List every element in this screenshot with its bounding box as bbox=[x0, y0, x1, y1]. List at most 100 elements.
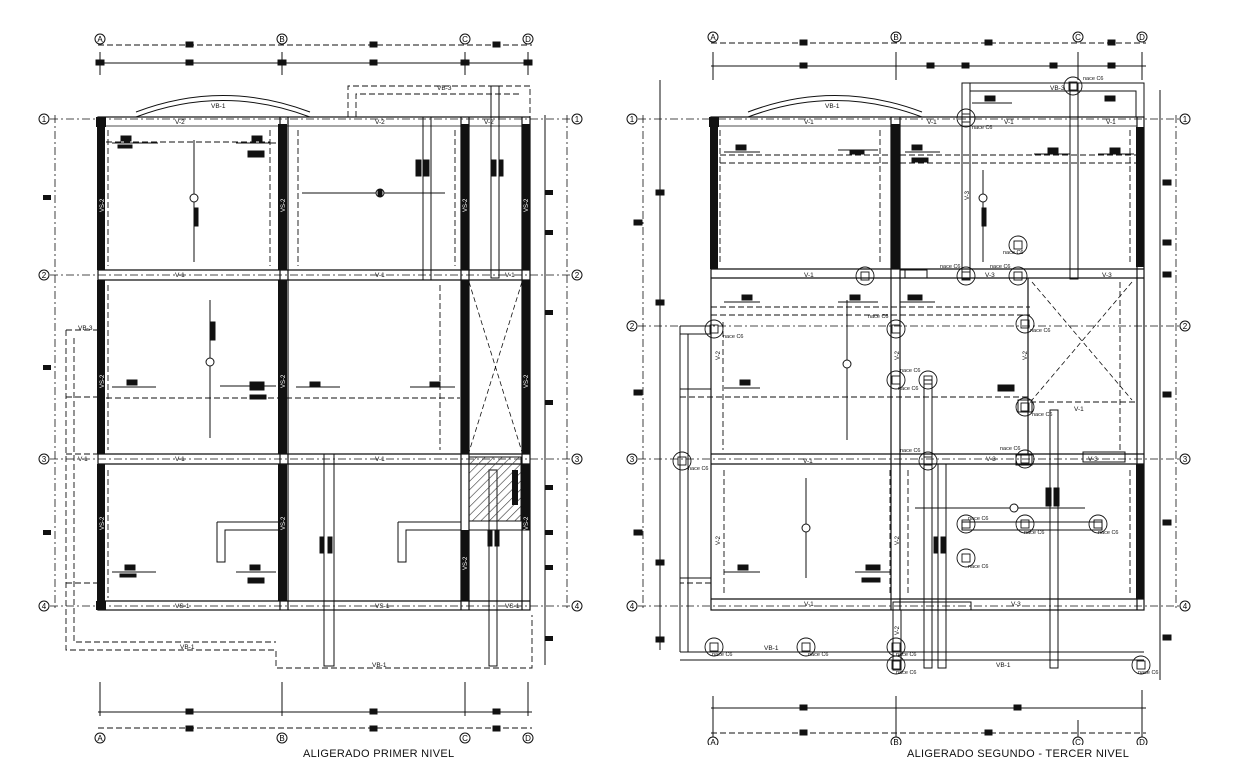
axis-bubble-2-left: 2 bbox=[38, 269, 50, 281]
nace-labels: nace C6 nace C6 nace C6 nace C6 nace C6 … bbox=[688, 76, 1159, 676]
svg-text:3: 3 bbox=[42, 455, 47, 464]
interior-beams bbox=[216, 85, 530, 667]
svg-text:V-2: V-2 bbox=[1023, 350, 1029, 360]
side-dimension-ticks-2 bbox=[633, 80, 1172, 680]
shear-walls-2 bbox=[709, 117, 1144, 599]
svg-text:nace C6: nace C6 bbox=[808, 652, 829, 658]
svg-text:1: 1 bbox=[42, 115, 47, 124]
slab-outline-2 bbox=[710, 116, 1145, 611]
column-labels: VS-2 VS-2 VS-2 VS-2 VS-2 VS-2 VS-2 VS-2 … bbox=[100, 198, 530, 570]
svg-text:VS-2: VS-2 bbox=[524, 198, 530, 212]
axis-bubble-3-right-2: 3 bbox=[1179, 453, 1191, 465]
curved-beam bbox=[135, 95, 311, 118]
svg-text:nace C6: nace C6 bbox=[968, 564, 989, 570]
svg-text:D: D bbox=[1139, 738, 1145, 745]
svg-text:nace C6: nace C6 bbox=[896, 670, 917, 676]
svg-text:V-3: V-3 bbox=[1088, 456, 1098, 463]
svg-text:V-1: V-1 bbox=[804, 119, 814, 126]
svg-text:V-3: V-3 bbox=[965, 190, 971, 200]
svg-text:V-1: V-1 bbox=[175, 456, 185, 463]
axis-bubble-a-top: A bbox=[94, 33, 106, 45]
axis-bubble-d-bottom-2: D bbox=[1136, 736, 1148, 745]
svg-text:nace C6: nace C6 bbox=[1098, 530, 1119, 536]
svg-text:V-2: V-2 bbox=[375, 119, 385, 126]
structural-floor-plans: A B C D bbox=[38, 31, 1191, 745]
axis-bubble-3-right: 3 bbox=[571, 453, 583, 465]
svg-text:VS-1: VS-1 bbox=[175, 603, 190, 610]
svg-text:V-1: V-1 bbox=[1004, 119, 1014, 126]
axis-bubble-3-left: 3 bbox=[38, 453, 50, 465]
axis-lines-2 bbox=[638, 115, 1179, 610]
axis-bubble-4-right: 4 bbox=[571, 600, 583, 612]
svg-text:D: D bbox=[525, 35, 531, 44]
plan-title-segundo-tercer-nivel: ALIGERADO SEGUNDO - TERCER NIVEL bbox=[907, 748, 1130, 760]
svg-text:VS-2: VS-2 bbox=[100, 374, 106, 388]
beam-labels: VB-1 V-2 V-2 V-2 V-1 V-1 V-1 V-1 V-1 V-1… bbox=[78, 85, 520, 669]
rebar-marks-2 bbox=[724, 95, 1134, 583]
svg-text:VB-3: VB-3 bbox=[78, 325, 93, 332]
svg-text:4: 4 bbox=[1183, 602, 1188, 611]
axis-bubble-d-top-2: D bbox=[1136, 31, 1148, 43]
axis-lines bbox=[50, 115, 571, 610]
svg-text:1: 1 bbox=[575, 115, 580, 124]
svg-text:nace C6: nace C6 bbox=[896, 652, 917, 658]
svg-text:D: D bbox=[525, 734, 531, 743]
svg-text:3: 3 bbox=[575, 455, 580, 464]
svg-text:V-1: V-1 bbox=[375, 272, 385, 279]
axis-bubble-c-top-2: C bbox=[1072, 31, 1084, 43]
axis-bubble-2-right: 2 bbox=[571, 269, 583, 281]
dashed-perimeter-2 bbox=[680, 130, 1137, 594]
svg-text:nace C6: nace C6 bbox=[868, 314, 889, 320]
svg-text:nace C6: nace C6 bbox=[1003, 250, 1024, 256]
svg-text:V-1: V-1 bbox=[804, 272, 814, 279]
axis-bubble-c-bottom-2: C bbox=[1072, 736, 1084, 745]
svg-text:VB-1: VB-1 bbox=[764, 645, 779, 652]
svg-text:nace C6: nace C6 bbox=[900, 448, 921, 454]
axis-bubble-c-top: C bbox=[459, 33, 471, 45]
svg-text:VS-2: VS-2 bbox=[100, 198, 106, 212]
axis-bubble-a-top-2: A bbox=[707, 31, 719, 43]
svg-text:2: 2 bbox=[630, 322, 635, 331]
svg-text:C: C bbox=[1075, 738, 1081, 745]
axis-bubble-2-left-2: 2 bbox=[626, 320, 638, 332]
svg-text:V-1: V-1 bbox=[78, 456, 88, 463]
svg-text:4: 4 bbox=[630, 602, 635, 611]
svg-text:A: A bbox=[97, 734, 103, 743]
svg-text:V-1: V-1 bbox=[1074, 406, 1084, 413]
svg-text:B: B bbox=[279, 734, 284, 743]
svg-text:VS-2: VS-2 bbox=[281, 198, 287, 212]
svg-text:C: C bbox=[1075, 33, 1081, 42]
svg-text:A: A bbox=[710, 33, 716, 42]
svg-text:V-3: V-3 bbox=[1102, 272, 1112, 279]
side-dimension-ticks bbox=[43, 115, 553, 665]
svg-text:nace C6: nace C6 bbox=[1030, 328, 1051, 334]
svg-text:VS-2: VS-2 bbox=[463, 556, 469, 570]
interior-beams-2 bbox=[679, 82, 1145, 671]
svg-text:nace C6: nace C6 bbox=[972, 125, 993, 131]
svg-text:VS-2: VS-2 bbox=[524, 516, 530, 530]
rebar-marks bbox=[112, 135, 504, 584]
svg-text:B: B bbox=[279, 35, 284, 44]
svg-text:V-1: V-1 bbox=[175, 272, 185, 279]
svg-text:2: 2 bbox=[42, 271, 47, 280]
svg-text:B: B bbox=[893, 33, 898, 42]
top-dimension-lines bbox=[95, 41, 533, 75]
axis-bubble-d-top: D bbox=[522, 33, 534, 45]
svg-text:VB-1: VB-1 bbox=[180, 644, 195, 651]
svg-text:VB-1: VB-1 bbox=[211, 103, 226, 110]
svg-text:V-3: V-3 bbox=[1011, 601, 1021, 608]
svg-text:A: A bbox=[97, 35, 103, 44]
svg-text:C: C bbox=[462, 35, 468, 44]
svg-text:nace C6: nace C6 bbox=[990, 264, 1011, 270]
svg-text:1: 1 bbox=[1183, 115, 1188, 124]
svg-text:V-2: V-2 bbox=[895, 535, 901, 545]
plan-primer-nivel: A B C D bbox=[38, 33, 583, 744]
svg-text:V-1: V-1 bbox=[505, 272, 515, 279]
axis-bubble-3-left-2: 3 bbox=[626, 453, 638, 465]
bottom-dimension-lines bbox=[98, 682, 532, 732]
svg-text:nace C6: nace C6 bbox=[940, 264, 961, 270]
svg-text:nace C6: nace C6 bbox=[898, 386, 919, 392]
joist-arrows-2 bbox=[801, 170, 1085, 578]
axis-bubble-a-bottom-2: A bbox=[707, 736, 719, 745]
svg-text:V-2: V-2 bbox=[716, 350, 722, 360]
